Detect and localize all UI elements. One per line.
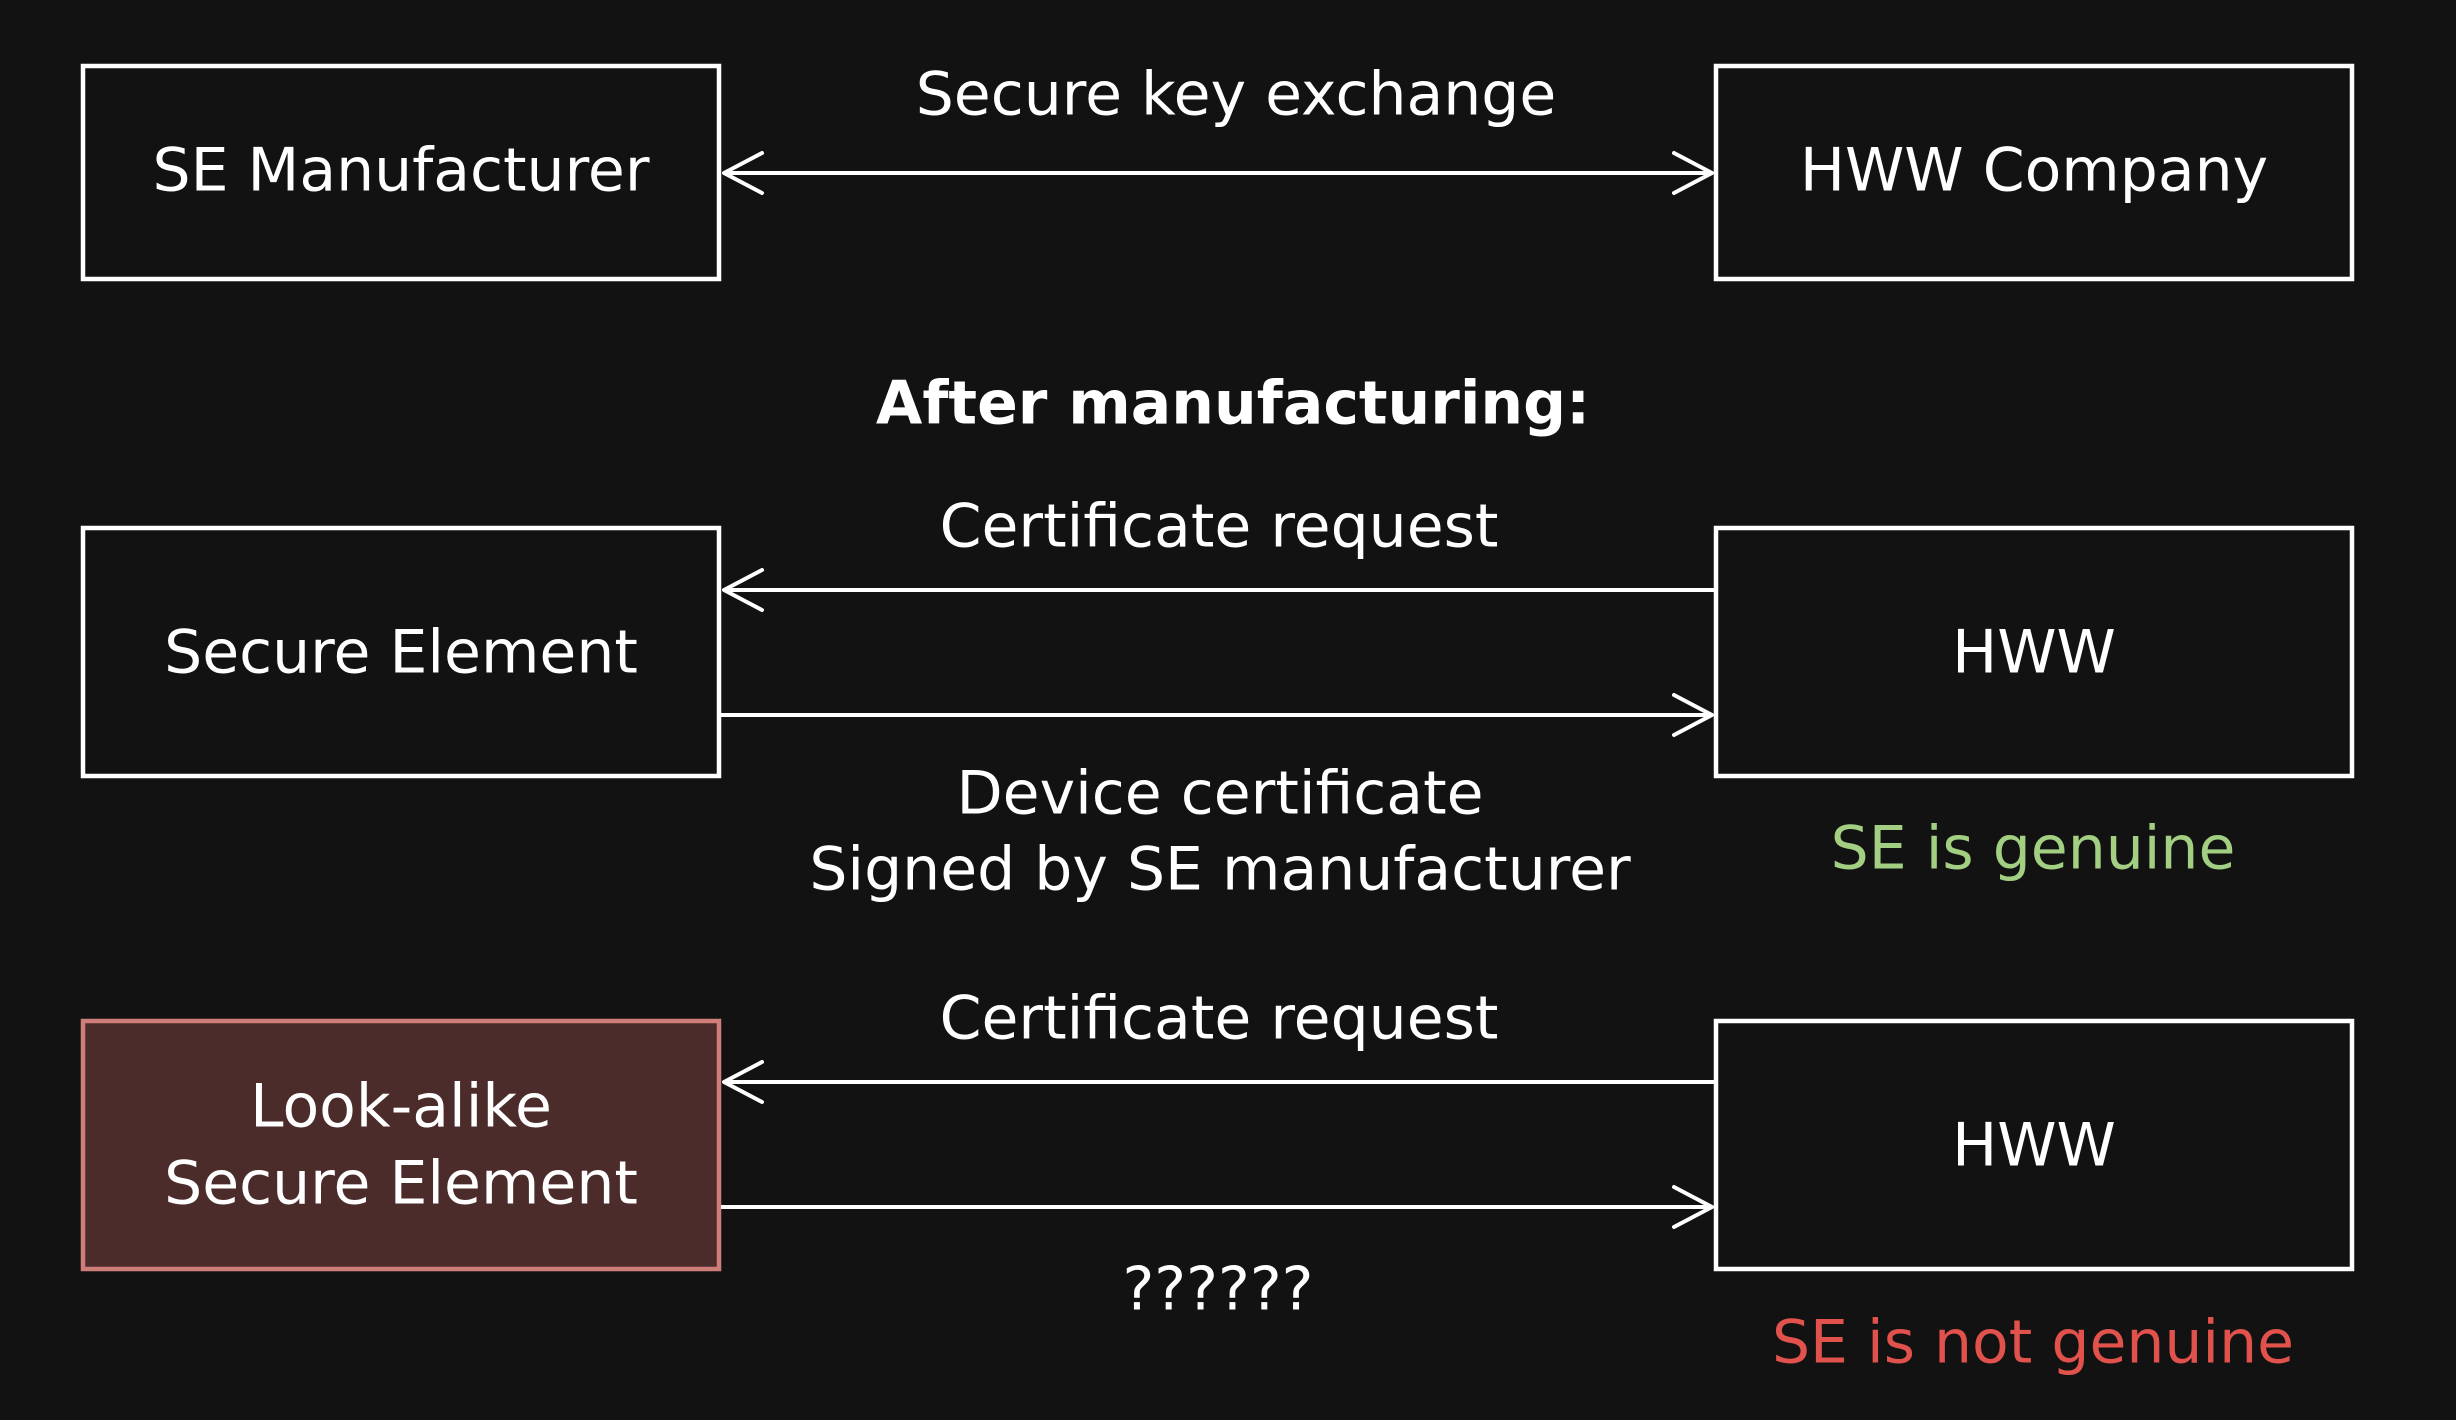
se-manufacturer-label: SE Manufacturer	[152, 136, 649, 206]
certificate-request-label-genuine: Certificate request	[940, 492, 1499, 562]
arrowhead-left-icon	[722, 1060, 764, 1104]
hww-company-box	[1713, 63, 2355, 282]
certificate-request-arrow-genuine	[722, 568, 1714, 612]
arrowhead-right-icon	[1672, 151, 1714, 195]
se-manufacturer-box	[80, 63, 722, 282]
device-certificate-arrow	[721, 693, 1714, 737]
secure-element-label: Secure Element	[164, 618, 638, 688]
look-alike-label-line1: Look-alike	[250, 1072, 552, 1142]
hww-label-genuine: HWW	[1952, 618, 2116, 688]
unknown-response-label: ??????	[1122, 1255, 1313, 1325]
key-exchange-arrow	[722, 151, 1714, 195]
hww-box-not-genuine	[1713, 1018, 2355, 1272]
hww-company-label: HWW Company	[1800, 136, 2268, 206]
certificate-request-arrow-fake	[722, 1060, 1714, 1104]
arrowhead-left-icon	[722, 151, 764, 195]
signed-by-label: Signed by SE manufacturer	[809, 835, 1631, 905]
certificate-request-label-fake: Certificate request	[940, 984, 1499, 1054]
secure-element-box	[80, 525, 722, 779]
hww-label-not-genuine: HWW	[1952, 1111, 2116, 1181]
hww-box-genuine	[1713, 525, 2355, 779]
status-not-genuine: SE is not genuine	[1772, 1308, 2294, 1378]
key-exchange-label: Secure key exchange	[916, 60, 1557, 130]
arrowhead-right-icon	[1672, 693, 1714, 737]
section-heading: After manufacturing:	[876, 369, 1590, 439]
status-genuine: SE is genuine	[1831, 814, 2236, 884]
device-certificate-label: Device certificate	[956, 759, 1483, 829]
look-alike-label-line2: Secure Element	[164, 1149, 638, 1219]
unknown-response-arrow	[721, 1185, 1714, 1229]
arrowhead-right-icon	[1672, 1185, 1714, 1229]
look-alike-secure-element-box	[80, 1018, 722, 1272]
arrowhead-left-icon	[722, 568, 764, 612]
